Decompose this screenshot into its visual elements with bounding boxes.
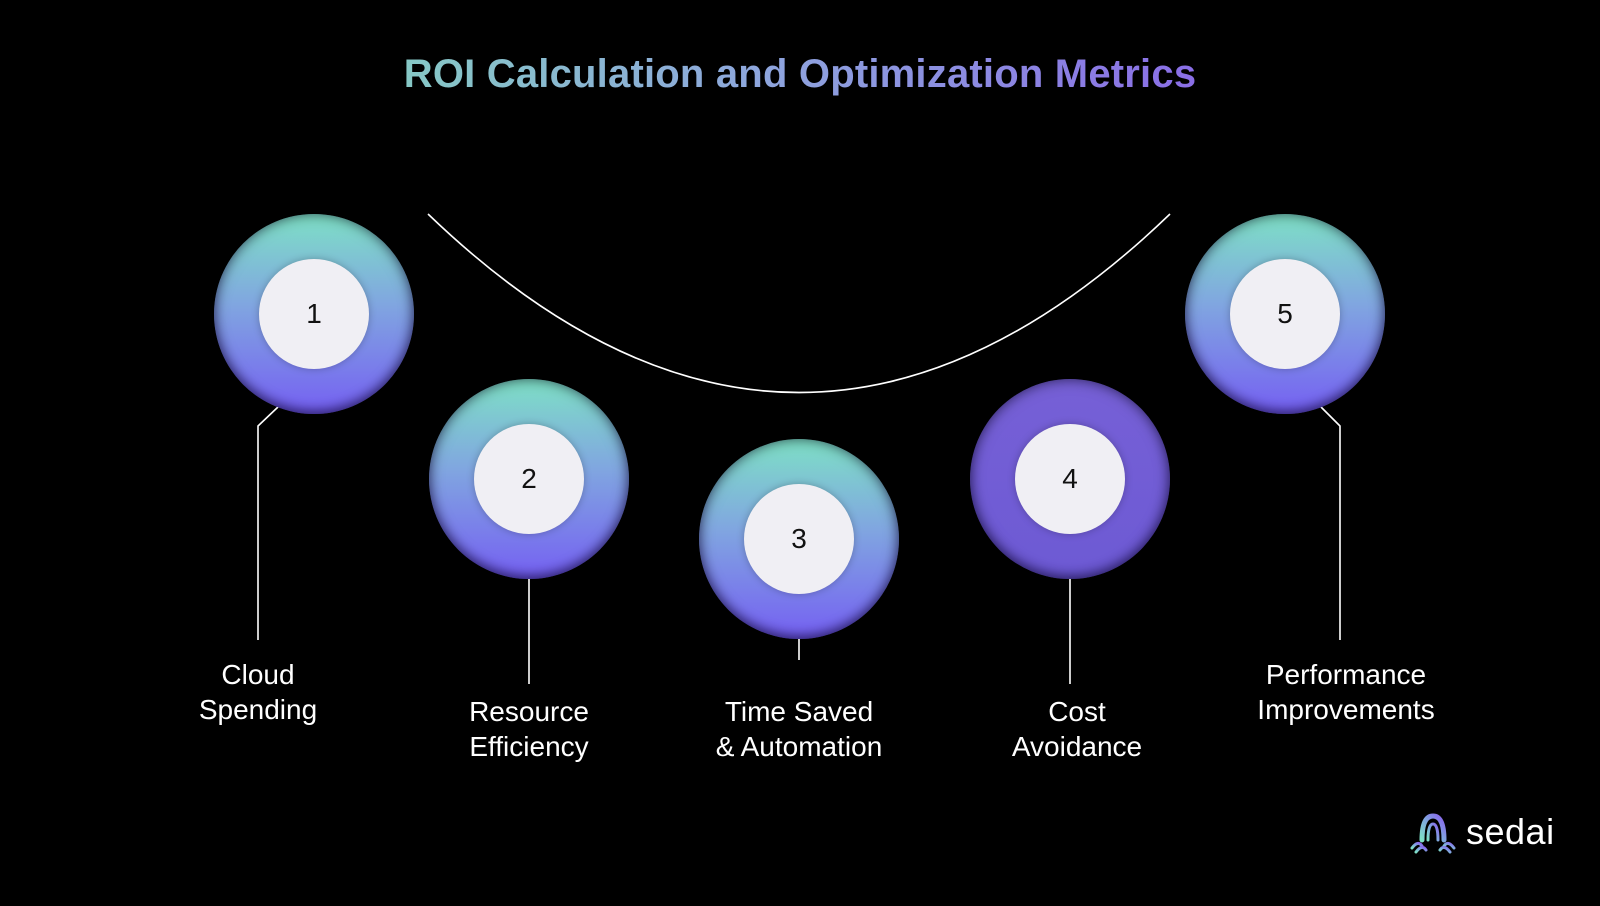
- brand-name: sedai: [1466, 811, 1555, 852]
- step-number-3: 3: [744, 484, 854, 594]
- step-number-4: 4: [1015, 424, 1125, 534]
- step-label-2-line-2: Efficiency: [469, 731, 589, 762]
- step-label-1: Cloud Spending: [128, 657, 388, 727]
- step-label-4: Cost Avoidance: [947, 694, 1207, 764]
- sedai-logo-icon: [1410, 813, 1456, 854]
- step-label-5-line-1: Performance: [1265, 659, 1427, 690]
- step-label-3: Time Saved & Automation: [669, 694, 929, 764]
- step-label-2: Resource Efficiency: [399, 694, 659, 764]
- brand-logo: sedai: [1408, 810, 1555, 854]
- step-number-5: 5: [1230, 259, 1340, 369]
- step-label-4-line-2: Avoidance: [1011, 731, 1143, 762]
- step-node-1: 1: [214, 214, 414, 414]
- connector-step-5: [1320, 406, 1341, 640]
- step-node-4: 4: [970, 379, 1170, 579]
- step-number-2: 2: [474, 424, 584, 534]
- step-label-1-line-1: Cloud: [221, 659, 295, 690]
- connector-step-1: [257, 406, 279, 640]
- diagram-title: ROI Calculation and Optimization Metrics: [0, 52, 1600, 97]
- step-node-5: 5: [1185, 214, 1385, 414]
- step-node-2: 2: [429, 379, 629, 579]
- top-arc: [427, 213, 1171, 394]
- step-label-5: Performance Improvements: [1216, 657, 1476, 727]
- diagram-title-text: ROI Calculation and Optimization Metrics: [403, 52, 1197, 96]
- step-label-5-line-2: Improvements: [1257, 694, 1435, 725]
- step-node-3: 3: [699, 439, 899, 639]
- step-label-3-line-2: & Automation: [715, 731, 883, 762]
- step-label-4-line-1: Cost: [1048, 696, 1106, 727]
- step-label-2-line-1: Resource: [469, 696, 589, 727]
- step-label-1-line-2: Spending: [198, 694, 318, 725]
- step-label-3-line-1: Time Saved: [724, 696, 874, 727]
- step-number-1: 1: [259, 259, 369, 369]
